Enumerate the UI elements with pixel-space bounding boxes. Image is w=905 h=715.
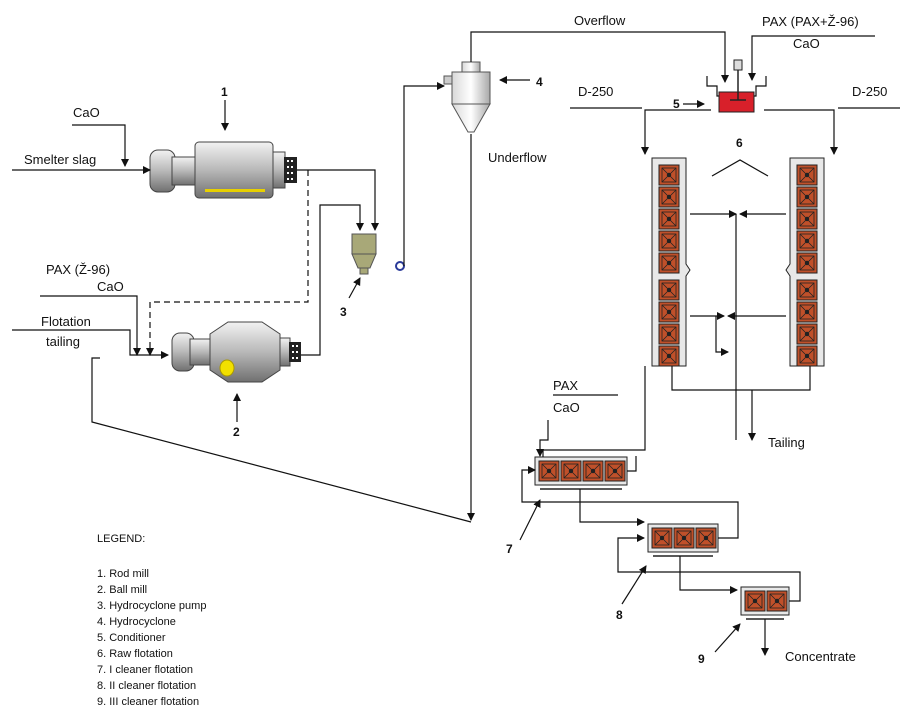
flotation-tailing-label-1: Flotation xyxy=(41,314,91,329)
num-8: 8 xyxy=(616,608,623,622)
legend-title: LEGEND: xyxy=(97,533,145,545)
d250-left-label: D-250 xyxy=(578,84,613,99)
num-1: 1 xyxy=(221,85,228,99)
cleaner-flotation-3 xyxy=(740,586,790,620)
cao-label-mid: CaO xyxy=(97,279,124,294)
hydrocyclone xyxy=(443,61,491,133)
cao-cond-label: CaO xyxy=(793,36,820,51)
tailing-label: Tailing xyxy=(768,435,805,450)
legend-item: 9. III cleaner flotation xyxy=(97,696,199,708)
cao-label-top: CaO xyxy=(73,105,100,120)
raw-flotation-left-bank xyxy=(651,157,691,367)
num-3: 3 xyxy=(340,305,347,319)
cleaner-flotation-1 xyxy=(534,456,628,490)
pax-z96-label: PAX (Ž-96) xyxy=(46,262,110,277)
overflow-label: Overflow xyxy=(574,13,626,28)
legend-item: 1. Rod mill xyxy=(97,568,149,580)
raw-flotation-right-bank xyxy=(785,157,825,367)
rod-mill xyxy=(149,141,297,199)
legend-item: 3. Hydrocyclone pump xyxy=(97,600,206,612)
d250-right-label: D-250 xyxy=(852,84,887,99)
legend-item: 7. I cleaner flotation xyxy=(97,664,193,676)
legend: LEGEND: 1. Rod mill 2. Ball mill 3. Hydr… xyxy=(97,533,206,708)
hydrocyclone-pump xyxy=(351,233,405,275)
underflow-label: Underflow xyxy=(488,150,547,165)
num-5: 5 xyxy=(673,97,680,111)
num-7: 7 xyxy=(506,542,513,556)
num-2: 2 xyxy=(233,425,240,439)
pax-pax-z96-label: PAX (PAX+Ž-96) xyxy=(762,14,859,29)
legend-item: 2. Ball mill xyxy=(97,584,147,596)
conditioner xyxy=(706,59,767,113)
pax-clean-label: PAX xyxy=(553,378,578,393)
legend-item: 6. Raw flotation xyxy=(97,648,173,660)
ball-mill xyxy=(171,321,301,383)
legend-item: 8. II cleaner flotation xyxy=(97,680,196,692)
legend-item: 4. Hydrocyclone xyxy=(97,616,176,628)
smelter-slag-label: Smelter slag xyxy=(24,152,96,167)
num-4: 4 xyxy=(536,75,543,89)
concentrate-label: Concentrate xyxy=(785,649,856,664)
num-6: 6 xyxy=(736,136,743,150)
num-9: 9 xyxy=(698,652,705,666)
flow-lines xyxy=(12,31,900,656)
cao-clean-label: CaO xyxy=(553,400,580,415)
flotation-tailing-label-2: tailing xyxy=(46,334,80,349)
legend-item: 5. Conditioner xyxy=(97,632,166,644)
cleaner-flotation-2 xyxy=(647,523,719,557)
